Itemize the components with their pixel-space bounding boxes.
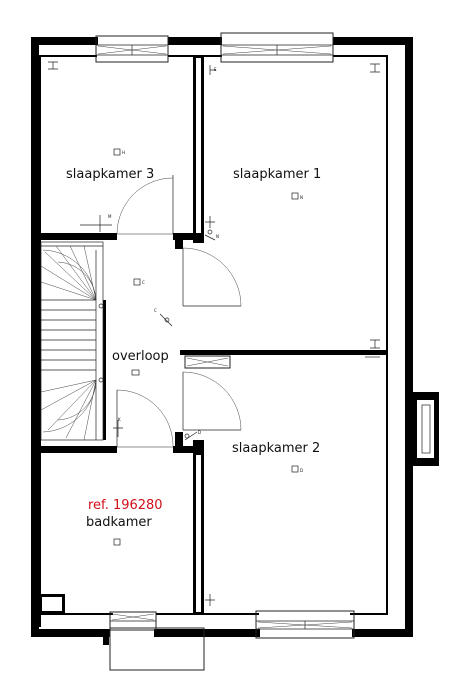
marker-k: K: [118, 417, 121, 422]
interior-walls: [39, 55, 388, 615]
ceiling-point-overloop: [133, 278, 141, 286]
room-label-slaapkamer1: slaapkamer 1: [233, 167, 321, 182]
marker-e: E: [214, 67, 217, 72]
room-label-overloop: overloop: [112, 349, 169, 364]
symbol-label-s3: H: [122, 150, 125, 155]
entrance-box: [103, 627, 205, 671]
ceiling-point-slaapkamer3: [113, 148, 121, 156]
door-slaapkamer2: [182, 371, 242, 431]
outer-walls: [31, 37, 413, 637]
marker-m: M: [108, 214, 112, 219]
window-top-left: [95, 35, 169, 63]
room-label-slaapkamer2: slaapkamer 2: [232, 441, 320, 456]
door-slaapkamer3: [116, 175, 174, 235]
symbol-label-overloop: C: [142, 280, 145, 285]
ceiling-point-slaapkamer1: [291, 192, 299, 200]
marker-n: N: [216, 234, 219, 239]
bay-window-right: [413, 392, 439, 466]
room-label-badkamer: badkamer: [86, 515, 152, 530]
staircase: [40, 241, 104, 441]
room-label-slaapkamer3: slaapkamer 3: [66, 167, 154, 182]
closet: [184, 355, 231, 369]
door-badkamer: [116, 389, 174, 448]
reference-number: ref. 196280: [88, 498, 163, 513]
marker-c: C: [154, 308, 157, 313]
electrical-symbols: H N C D M K C N D E: [48, 61, 380, 606]
ceiling-point-badkamer: [113, 538, 121, 546]
door-slaapkamer1: [182, 247, 242, 307]
symbol-label-s1: N: [300, 195, 303, 200]
window-top-right: [220, 32, 334, 63]
smoke-detector: [131, 369, 140, 376]
window-bottom-right: [255, 610, 355, 639]
window-bottom-bath: [109, 611, 157, 631]
ceiling-point-slaapkamer2: [291, 465, 299, 473]
symbol-label-s2: D: [300, 468, 303, 473]
marker-d: D: [198, 430, 201, 435]
